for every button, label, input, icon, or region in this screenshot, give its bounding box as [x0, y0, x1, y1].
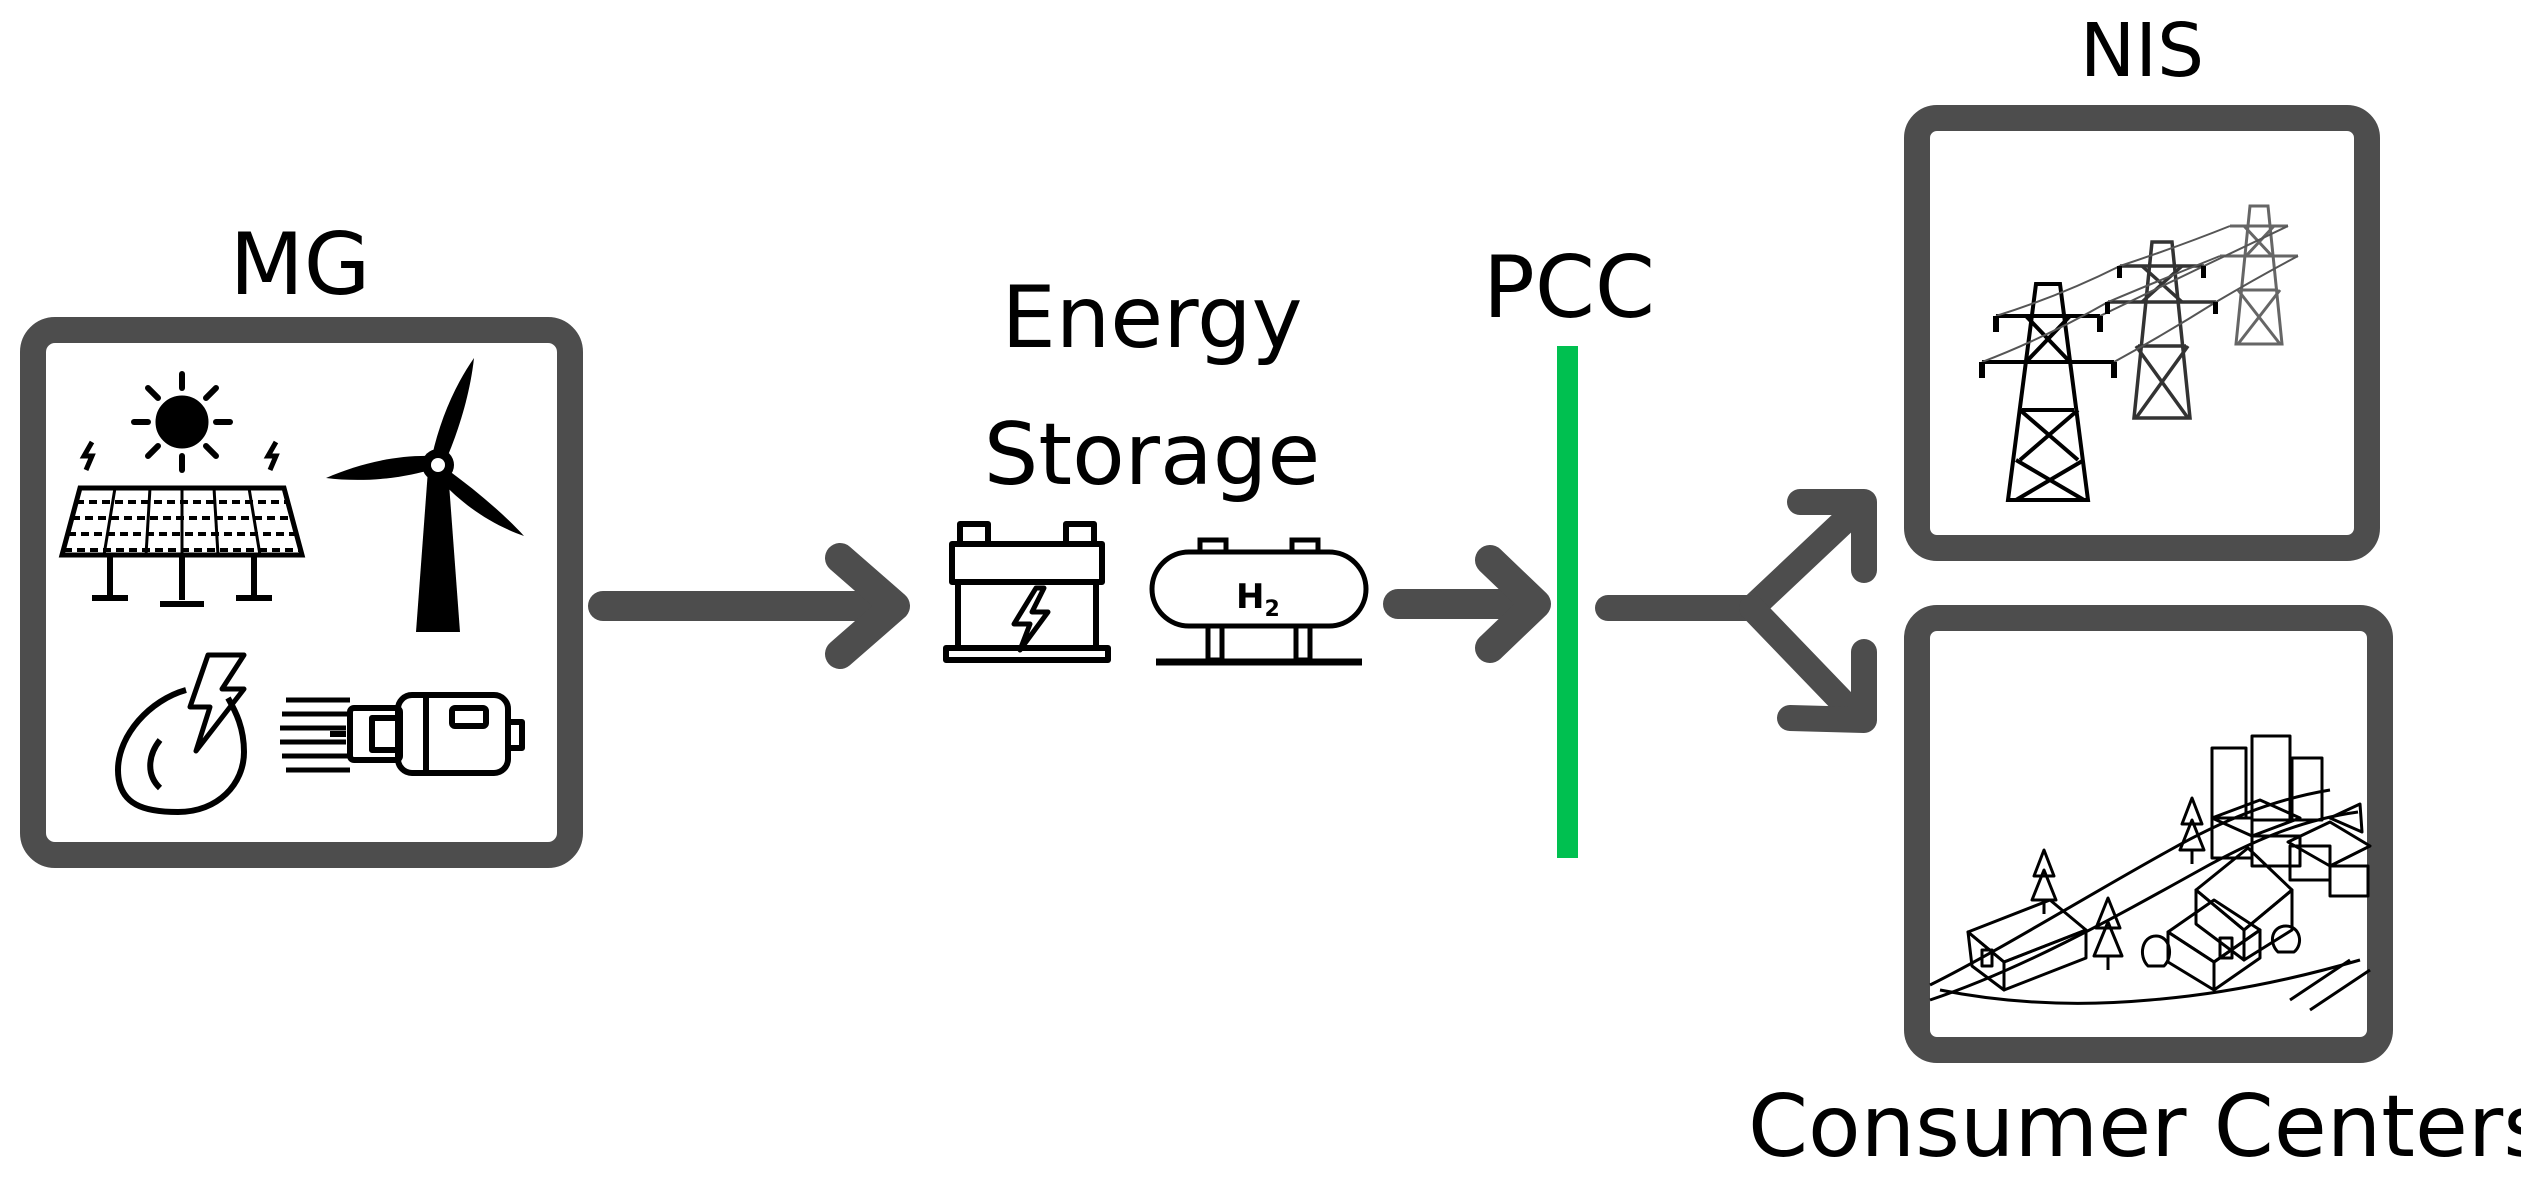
nis-box [1904, 105, 2380, 561]
h2-label: H2 [1236, 577, 1280, 622]
consumer-centers-label: Consumer Centers [1747, 1077, 2521, 1177]
wind-turbine-icon [326, 358, 524, 632]
generator-icon [280, 692, 525, 776]
consumer-centers-box [1904, 605, 2393, 1063]
transmission-towers-icon [1979, 204, 2299, 502]
hydrogen-tank-icon: H2 [1149, 537, 1369, 666]
arrow-mg-to-storage [588, 543, 910, 669]
arrow-pcc-split [1595, 489, 1877, 733]
pcc-bus [1557, 346, 1578, 858]
village-icon [1929, 734, 2372, 1012]
pcc-label: PCC [1483, 238, 1655, 338]
arrow-storage-to-pcc [1383, 545, 1551, 663]
solar-panel-icon [58, 371, 306, 607]
battery-icon [943, 521, 1111, 663]
hydro-power-icon [115, 652, 247, 815]
h2-subscript: 2 [1264, 597, 1279, 622]
energy-storage-label-line1: Energy [1001, 268, 1303, 368]
nis-label: NIS [2079, 8, 2205, 94]
mg-label: MG [229, 215, 371, 315]
energy-storage-label-line2: Storage [983, 405, 1321, 505]
mg-box [20, 317, 583, 868]
h2-symbol: H [1236, 577, 1264, 617]
